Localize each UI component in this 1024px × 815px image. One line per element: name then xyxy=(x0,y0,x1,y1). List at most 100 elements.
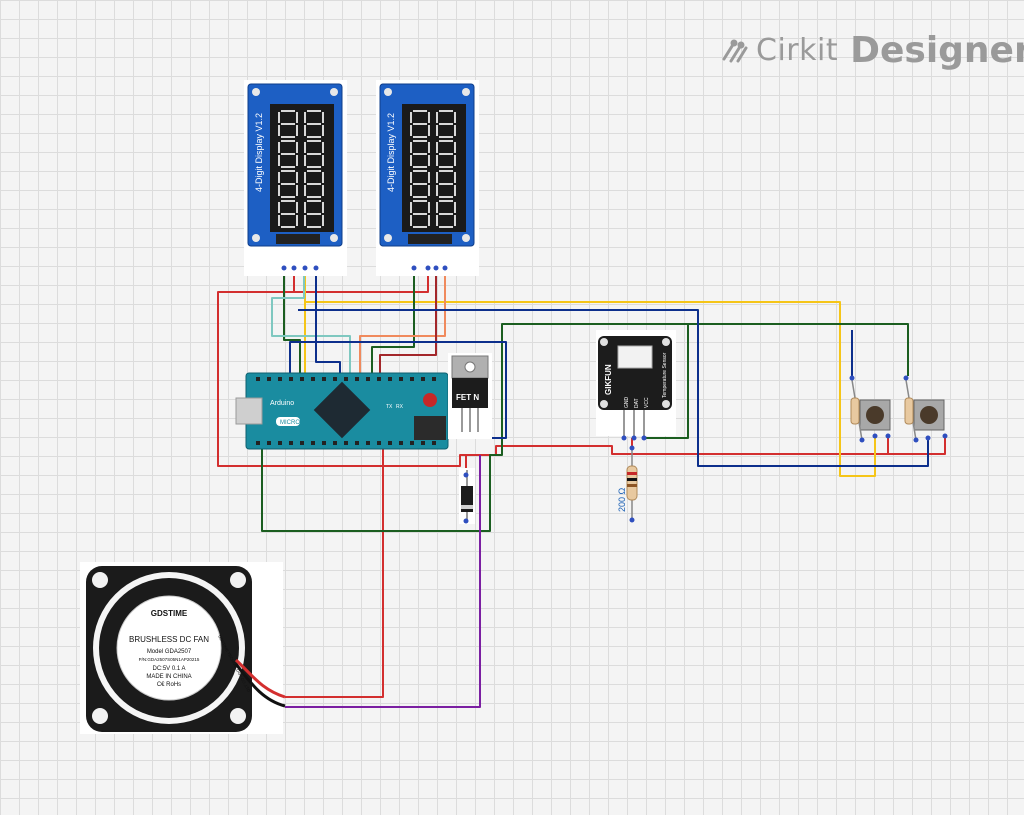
header-pin[interactable] xyxy=(278,441,282,445)
header-pin[interactable] xyxy=(256,377,260,381)
mount-hole xyxy=(92,708,108,724)
connection-dot[interactable] xyxy=(942,433,948,439)
header-pin[interactable] xyxy=(421,441,425,445)
header-pin[interactable] xyxy=(344,377,348,381)
header-pin[interactable] xyxy=(377,377,381,381)
header-pin[interactable] xyxy=(256,441,260,445)
wire-green-display-left[interactable] xyxy=(283,268,301,375)
connection-dot[interactable] xyxy=(281,265,287,271)
header-pin[interactable] xyxy=(289,441,293,445)
header-pin[interactable] xyxy=(322,441,326,445)
connection-dot[interactable] xyxy=(849,375,855,381)
connection-dot[interactable] xyxy=(629,445,635,451)
wire-blue-long[interactable] xyxy=(298,309,929,467)
header-pin[interactable] xyxy=(377,441,381,445)
wire-orange[interactable] xyxy=(359,268,446,375)
sensor-pin-label: DAT xyxy=(634,398,640,408)
header-pin[interactable] xyxy=(388,441,392,445)
resistor-200-ohm[interactable]: 200 Ω xyxy=(617,448,638,520)
header-pin[interactable] xyxy=(278,377,282,381)
connection-dot[interactable] xyxy=(291,265,297,271)
sensor-board xyxy=(598,336,672,410)
header-pin[interactable] xyxy=(355,441,359,445)
mount-hole xyxy=(92,572,108,588)
header-pin[interactable] xyxy=(333,377,337,381)
segment xyxy=(322,185,324,196)
pushbutton-right-cap[interactable] xyxy=(920,406,938,424)
header-pin[interactable] xyxy=(432,441,436,445)
arduino-micro[interactable]: Arduino MICRO TX RX xyxy=(235,372,449,450)
header-pin[interactable] xyxy=(300,377,304,381)
header-pin[interactable] xyxy=(311,441,315,445)
mount-hole xyxy=(600,400,608,408)
wire-purple[interactable] xyxy=(285,455,481,708)
connection-dot[interactable] xyxy=(442,265,448,271)
pulldown-resistor-right[interactable] xyxy=(904,379,917,441)
display-left[interactable]: 4-Digit Display V1.2 xyxy=(244,80,347,276)
brushless-fan[interactable]: GDSTIME BRUSHLESS DC FAN Model GDA2507 P… xyxy=(80,562,286,734)
header-pin[interactable] xyxy=(333,441,337,445)
connection-dot[interactable] xyxy=(913,437,919,443)
display-right[interactable]: 4-Digit Display V1.2 xyxy=(376,80,479,276)
header-pin[interactable] xyxy=(410,377,414,381)
resistor-band xyxy=(627,484,637,487)
wire-red-fan[interactable] xyxy=(285,445,384,698)
segment xyxy=(278,172,280,183)
connection-dot[interactable] xyxy=(629,517,635,523)
resistor-band xyxy=(627,478,637,481)
connection-dot[interactable] xyxy=(903,375,909,381)
diode[interactable] xyxy=(459,468,475,524)
header-pin[interactable] xyxy=(388,377,392,381)
pushbutton-left-cap[interactable] xyxy=(866,406,884,424)
header-pin[interactable] xyxy=(432,377,436,381)
header-pin[interactable] xyxy=(410,441,414,445)
mount-hole xyxy=(462,234,470,242)
connection-dot[interactable] xyxy=(631,435,637,441)
header-pin[interactable] xyxy=(289,377,293,381)
connection-dot[interactable] xyxy=(463,518,469,524)
wire-green-gnd[interactable] xyxy=(261,323,909,532)
segment xyxy=(307,196,321,198)
wire-darkred[interactable] xyxy=(379,268,437,375)
header-pin[interactable] xyxy=(366,441,370,445)
pushbutton-right[interactable] xyxy=(913,399,945,431)
pulldown-resistor-left[interactable] xyxy=(850,379,863,441)
segment xyxy=(428,112,430,123)
header-pin[interactable] xyxy=(399,377,403,381)
header-pin[interactable] xyxy=(267,441,271,445)
connection-dot[interactable] xyxy=(313,265,319,271)
header-pin[interactable] xyxy=(344,441,348,445)
header-pin[interactable] xyxy=(399,441,403,445)
connection-dot[interactable] xyxy=(411,265,417,271)
pushbutton-left[interactable] xyxy=(859,399,891,431)
wire-blue-display-left[interactable] xyxy=(315,268,341,375)
connection-dot[interactable] xyxy=(433,265,439,271)
header-pin[interactable] xyxy=(421,377,425,381)
header-pin[interactable] xyxy=(300,441,304,445)
segment xyxy=(278,215,280,226)
wire-green-sensor[interactable] xyxy=(644,324,689,439)
connection-dot[interactable] xyxy=(925,435,931,441)
connection-dot[interactable] xyxy=(885,433,891,439)
segment xyxy=(413,153,427,155)
header-pin[interactable] xyxy=(366,377,370,381)
connection-dot[interactable] xyxy=(859,437,865,443)
connection-points xyxy=(281,265,948,524)
header-pin[interactable] xyxy=(267,377,271,381)
temperature-sensor[interactable]: GIKFUN Temperature Sensor GND DAT VCC xyxy=(596,330,676,436)
connection-dot[interactable] xyxy=(463,472,469,478)
header-pin[interactable] xyxy=(311,377,315,381)
connection-dot[interactable] xyxy=(872,433,878,439)
header-pin[interactable] xyxy=(322,377,326,381)
wire-red-bus[interactable] xyxy=(217,268,946,467)
mosfet[interactable]: FET N xyxy=(448,353,492,439)
reset-button[interactable] xyxy=(423,393,437,407)
connection-dot[interactable] xyxy=(302,265,308,271)
wire-green-display-right[interactable] xyxy=(371,268,415,375)
header-pin[interactable] xyxy=(355,377,359,381)
connection-dot[interactable] xyxy=(621,435,627,441)
connection-dot[interactable] xyxy=(641,435,647,441)
connection-dot[interactable] xyxy=(425,265,431,271)
segment xyxy=(322,155,324,166)
